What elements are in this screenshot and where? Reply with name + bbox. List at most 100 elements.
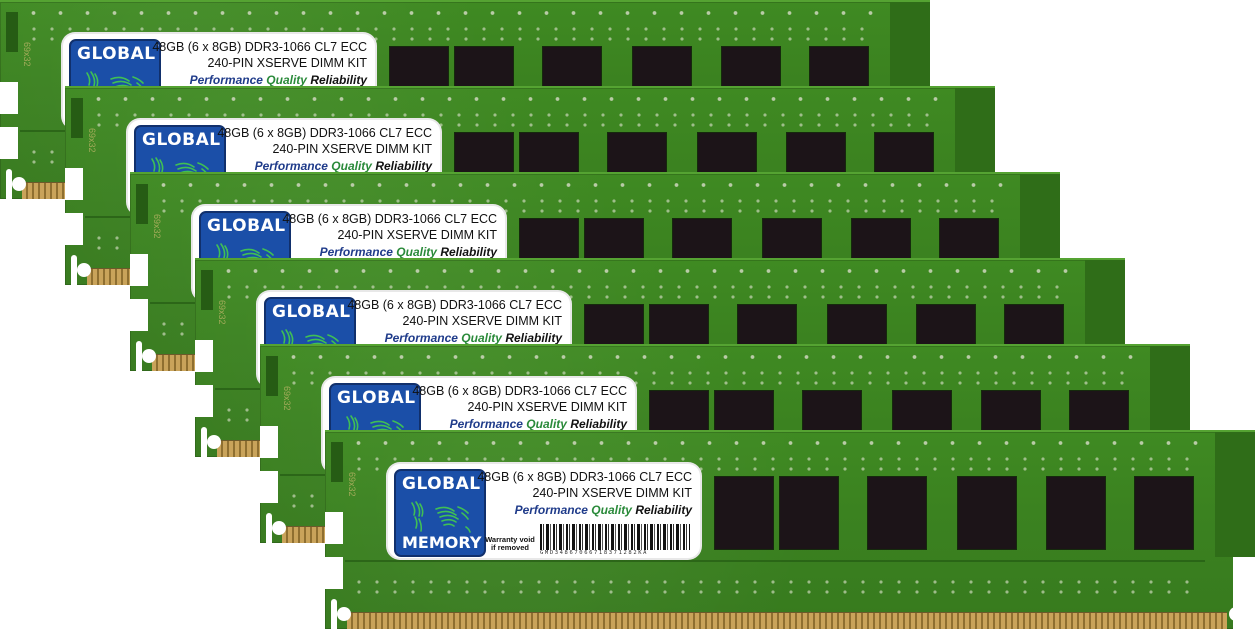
pcb-marking: 69x32 bbox=[347, 472, 357, 497]
tagline-performance: Performance bbox=[319, 245, 393, 259]
barcode-text: GMD34867066718371282KA bbox=[540, 550, 649, 556]
tagline-performance: Performance bbox=[514, 503, 588, 517]
key-notch bbox=[1245, 599, 1251, 629]
solder-pads bbox=[345, 438, 1205, 448]
solder-pads bbox=[20, 8, 880, 18]
tagline: Performance Quality Reliability bbox=[515, 503, 692, 517]
tagline-reliability: Reliability bbox=[440, 245, 497, 259]
pcb-trace bbox=[345, 560, 1205, 562]
pcb-end-block bbox=[1215, 432, 1255, 557]
spec-line-2: 240-PIN XSERVE DIMM KIT bbox=[272, 142, 432, 156]
pcb-marking: 69x32 bbox=[217, 300, 227, 325]
spec-line-2: 240-PIN XSERVE DIMM KIT bbox=[402, 314, 562, 328]
vias-row bbox=[350, 577, 1195, 597]
mount-hole bbox=[77, 263, 91, 277]
pcb-side-notch bbox=[130, 254, 148, 286]
pcb-side-notch bbox=[65, 213, 83, 245]
tagline-reliability: Reliability bbox=[505, 331, 562, 345]
memory-chip bbox=[715, 477, 773, 549]
key-notch bbox=[136, 341, 142, 371]
world-map-icon bbox=[411, 501, 471, 533]
key-notch bbox=[6, 169, 12, 199]
memory-chip bbox=[1047, 477, 1105, 549]
solder-pads bbox=[280, 352, 1140, 362]
memory-chip bbox=[780, 477, 838, 549]
solder-pads bbox=[150, 180, 1010, 190]
spec-line-1: 48GB (6 x 8GB) DDR3-1066 CL7 ECC bbox=[152, 40, 367, 54]
pcb-strip bbox=[6, 12, 18, 52]
key-notch bbox=[331, 599, 337, 629]
mount-hole bbox=[142, 349, 156, 363]
pcb-side-notch bbox=[325, 512, 343, 544]
key-notch bbox=[71, 255, 77, 285]
tagline-performance: Performance bbox=[449, 417, 523, 431]
memory-chip bbox=[1135, 477, 1193, 549]
tagline-reliability: Reliability bbox=[570, 417, 627, 431]
brand-top: GLOBAL bbox=[337, 388, 416, 408]
pcb-strip bbox=[71, 98, 83, 138]
memory-chip bbox=[868, 477, 926, 549]
brand-top: GLOBAL bbox=[77, 44, 156, 64]
tagline-quality: Quality bbox=[526, 417, 567, 431]
tagline-reliability: Reliability bbox=[375, 159, 432, 173]
spec-line-2: 240-PIN XSERVE DIMM KIT bbox=[532, 486, 692, 500]
brand-top: GLOBAL bbox=[207, 216, 286, 236]
dimm-module-6: 69x32 GLOBAL™ bbox=[325, 430, 1255, 629]
barcode bbox=[540, 524, 690, 550]
mount-hole bbox=[272, 521, 286, 535]
pcb-marking: 69x32 bbox=[152, 214, 162, 239]
tagline: Performance Quality Reliability bbox=[385, 331, 562, 345]
spec-line-1: 48GB (6 x 8GB) DDR3-1066 CL7 ECC bbox=[282, 212, 497, 226]
spec-line-1: 48GB (6 x 8GB) DDR3-1066 CL7 ECC bbox=[347, 298, 562, 312]
pcb-strip bbox=[266, 356, 278, 396]
spec-line-1: 48GB (6 x 8GB) DDR3-1066 CL7 ECC bbox=[217, 126, 432, 140]
brand-top: GLOBAL bbox=[142, 130, 221, 150]
tagline-quality: Quality bbox=[396, 245, 437, 259]
product-label: GLOBAL™ MEMORY 48GB (6 x 8GB) DDR3-1066 … bbox=[388, 464, 700, 558]
mount-hole bbox=[1229, 607, 1243, 621]
solder-pads bbox=[85, 94, 945, 104]
tagline-performance: Performance bbox=[254, 159, 328, 173]
mount-hole bbox=[337, 607, 351, 621]
pcb-side-notch bbox=[65, 168, 83, 200]
tagline: Performance Quality Reliability bbox=[320, 245, 497, 259]
pcb-side-notch bbox=[0, 127, 18, 159]
brand-bottom: MEMORY bbox=[402, 533, 482, 552]
pcb-marking: 69x32 bbox=[22, 42, 32, 67]
pcb-side-notch bbox=[0, 82, 18, 114]
tagline-reliability: Reliability bbox=[310, 73, 367, 87]
tagline: Performance Quality Reliability bbox=[450, 417, 627, 431]
spec-line-2: 240-PIN XSERVE DIMM KIT bbox=[207, 56, 367, 70]
tagline-reliability: Reliability bbox=[635, 503, 692, 517]
pcb-strip bbox=[136, 184, 148, 224]
tagline-quality: Quality bbox=[591, 503, 632, 517]
tagline: Performance Quality Reliability bbox=[255, 159, 432, 173]
tagline-quality: Quality bbox=[331, 159, 372, 173]
pcb-side-notch bbox=[195, 385, 213, 417]
pcb-strip bbox=[201, 270, 213, 310]
warranty-notice: Warranty void if removed bbox=[485, 535, 535, 552]
pcb-marking: 69x32 bbox=[282, 386, 292, 411]
tagline: Performance Quality Reliability bbox=[190, 73, 367, 87]
key-notch bbox=[266, 513, 272, 543]
mount-hole bbox=[207, 435, 221, 449]
tagline-performance: Performance bbox=[189, 73, 263, 87]
pcb-side-notch bbox=[195, 340, 213, 372]
spec-line-2: 240-PIN XSERVE DIMM KIT bbox=[467, 400, 627, 414]
spec-line-2: 240-PIN XSERVE DIMM KIT bbox=[337, 228, 497, 242]
brand-top: GLOBAL bbox=[402, 474, 481, 494]
memory-chip bbox=[958, 477, 1016, 549]
mount-hole bbox=[12, 177, 26, 191]
global-memory-logo: GLOBAL™ MEMORY bbox=[394, 469, 486, 557]
solder-pads bbox=[215, 266, 1075, 276]
pcb-marking: 69x32 bbox=[87, 128, 97, 153]
pcb-side-notch bbox=[130, 299, 148, 331]
pcb-side-notch bbox=[260, 426, 278, 458]
tagline-performance: Performance bbox=[384, 331, 458, 345]
spec-line-1: 48GB (6 x 8GB) DDR3-1066 CL7 ECC bbox=[477, 470, 692, 484]
tagline-quality: Quality bbox=[266, 73, 307, 87]
pcb-side-notch bbox=[260, 471, 278, 503]
pcb-side-notch bbox=[325, 557, 343, 589]
tagline-quality: Quality bbox=[461, 331, 502, 345]
pcb-strip bbox=[331, 442, 343, 482]
